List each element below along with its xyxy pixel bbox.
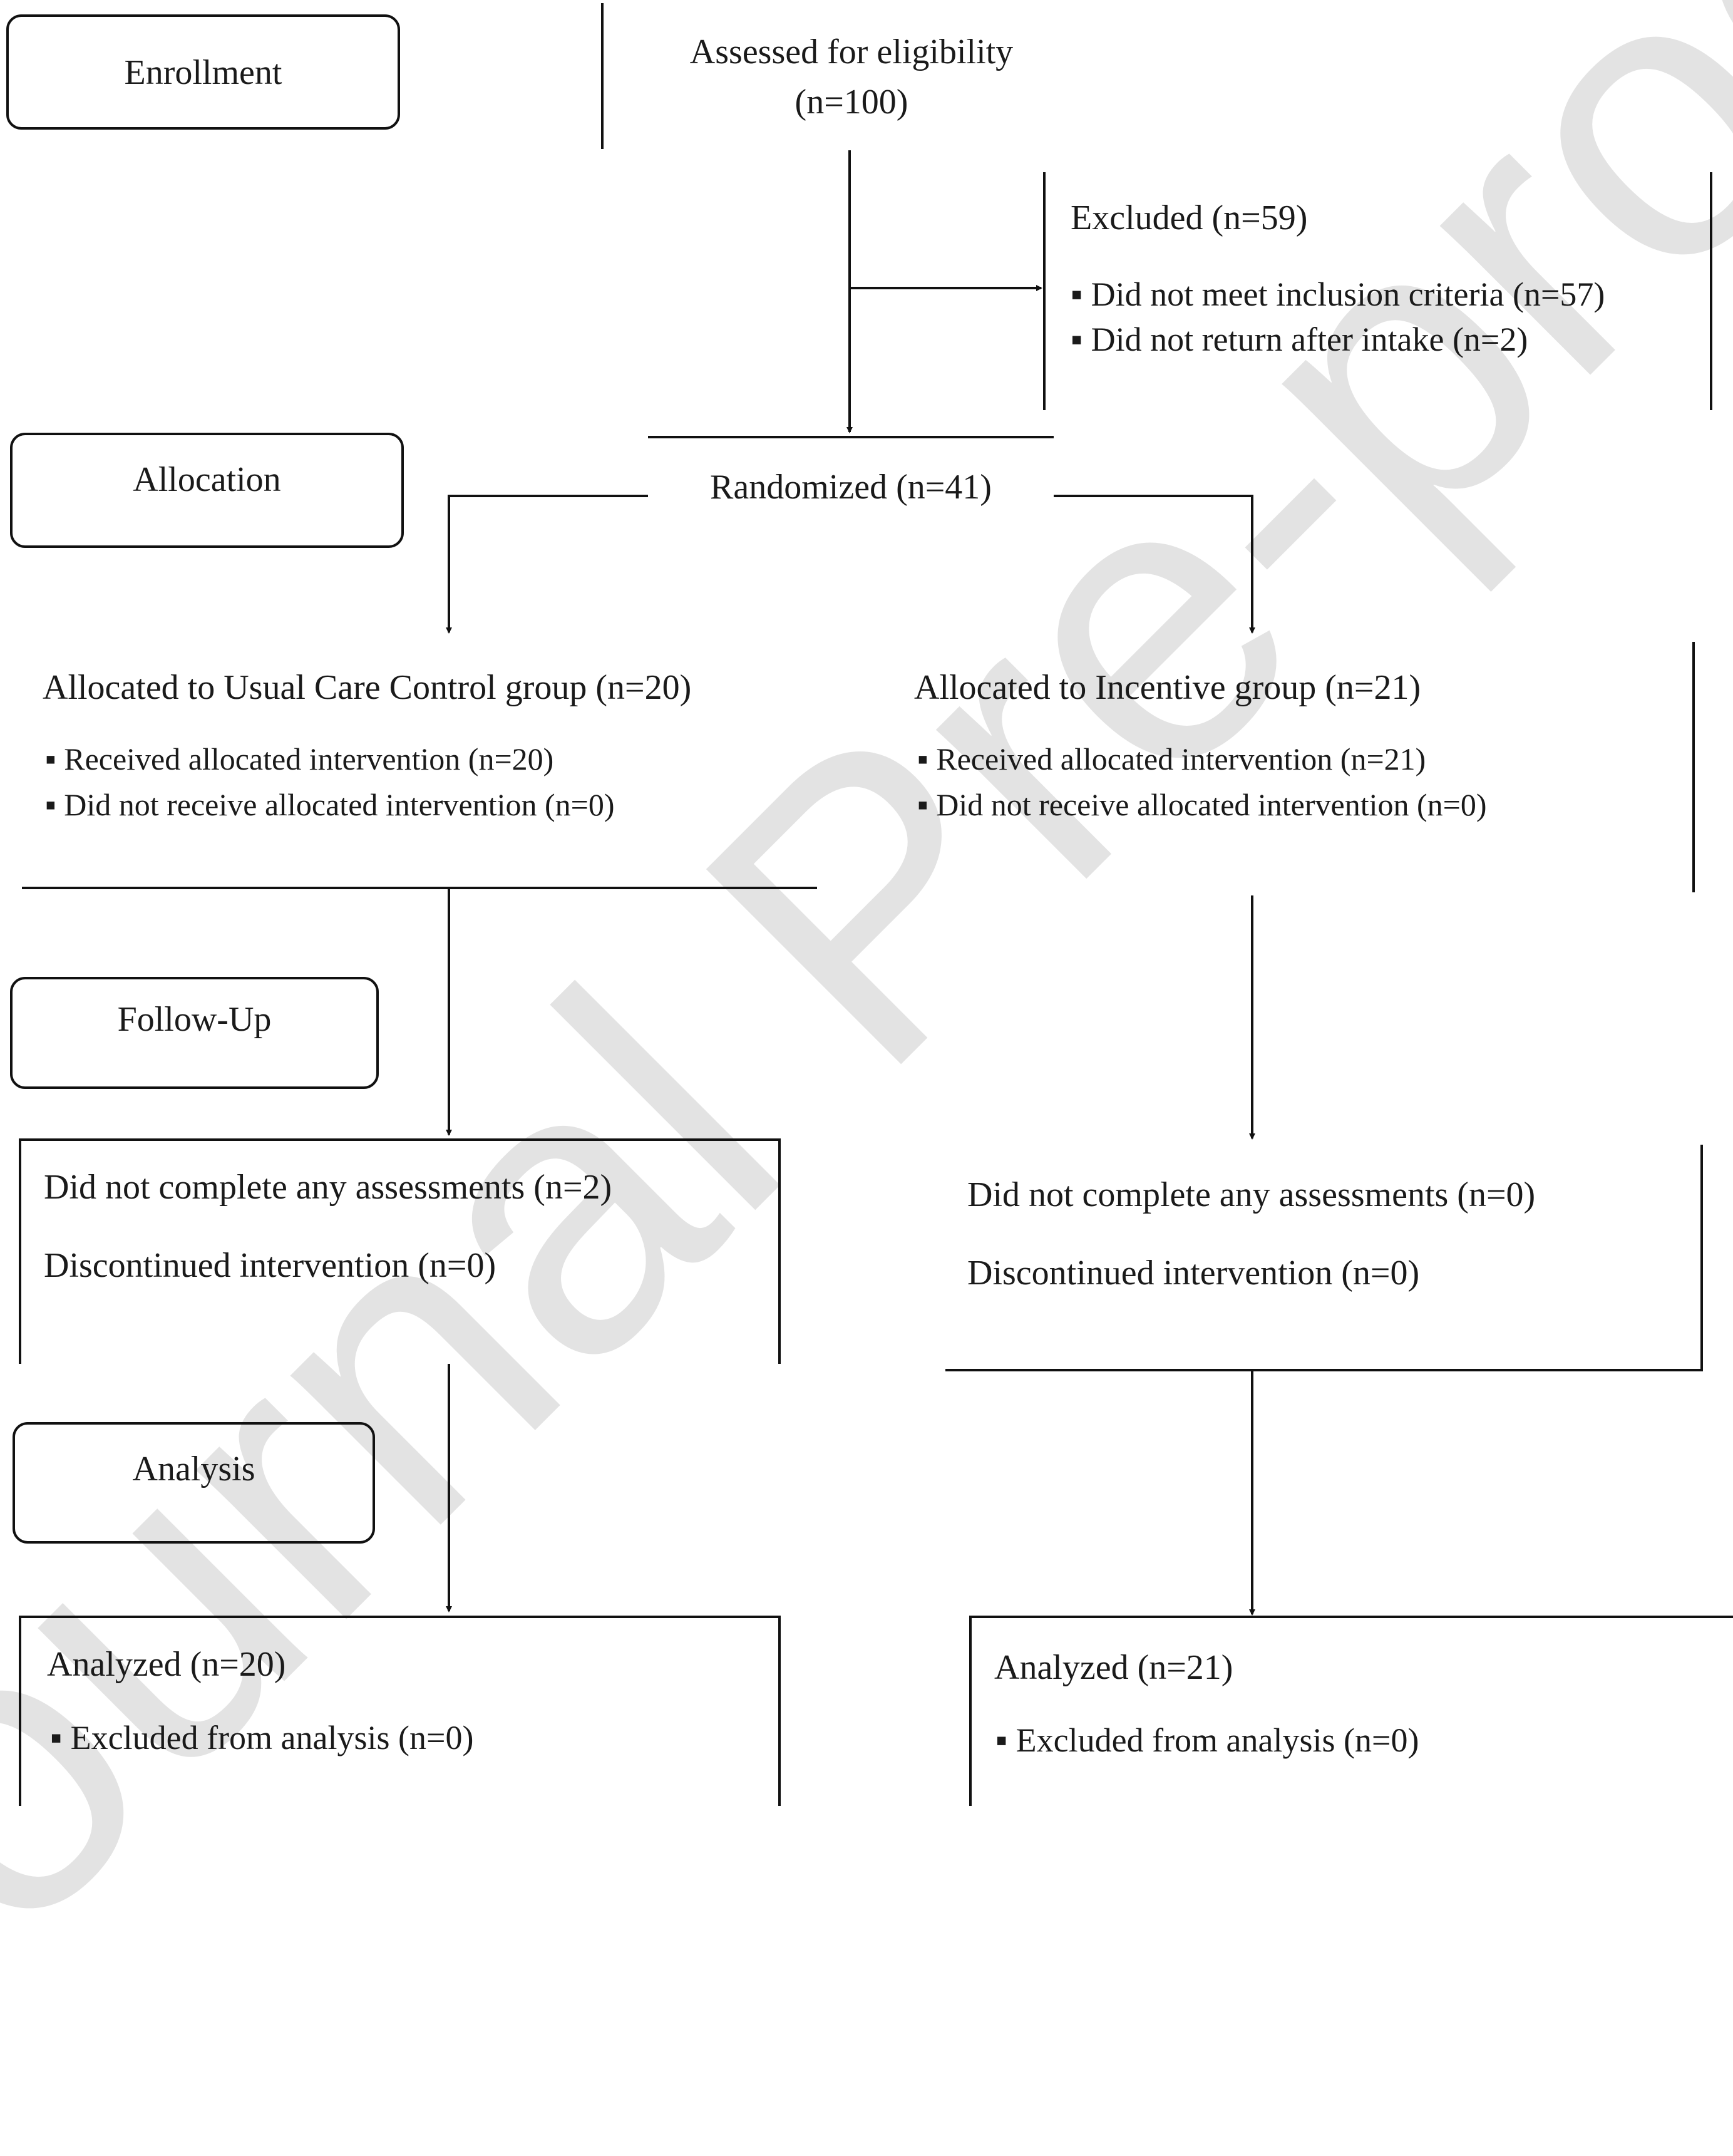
stage-label-enrollment: Enrollment [124, 53, 282, 92]
diagram-lines [6, 3, 1733, 1806]
allocation-box [10, 433, 404, 548]
control-followup-item: Discontinued intervention (n=0) [44, 1246, 496, 1285]
incentive-allocation-item: ▪ Received allocated intervention (n=21) [917, 741, 1426, 776]
followup-box [10, 977, 379, 1089]
incentive-allocation-item-text: Did not receive allocated intervention (… [936, 787, 1487, 822]
enrollment-box [6, 14, 400, 130]
randomized-right-branch [1054, 495, 1255, 634]
excluded-item: ▪ Did not return after intake (n=2) [1071, 321, 1528, 358]
incentive-followup-item: Discontinued intervention (n=0) [967, 1254, 1420, 1292]
control-analysis-item: ▪ Excluded from analysis (n=0) [50, 1719, 474, 1756]
incentive-analysis-item: ▪ Excluded from analysis (n=0) [995, 1721, 1419, 1759]
diagram-layer: Enrollment Allocation Follow-Up Analysis… [6, 3, 1733, 1806]
analysis-box [13, 1422, 375, 1544]
control-analysis-box [19, 1616, 781, 1806]
randomized-left-branch [446, 495, 648, 634]
control-analyzed-title: Analyzed (n=20) [47, 1645, 286, 1684]
excluded-item-text: Did not meet inclusion criteria (n=57) [1091, 276, 1605, 313]
excluded-item-text: Did not return after intake (n=2) [1091, 321, 1528, 358]
stage-label-followup: Follow-Up [117, 1000, 272, 1039]
excluded-title: Excluded (n=59) [1071, 199, 1308, 237]
control-allocation-item: ▪ Did not receive allocated intervention… [45, 787, 615, 822]
incentive-allocated-title: Allocated to Incentive group (n=21) [914, 668, 1421, 707]
incentive-followup-box [945, 1145, 1703, 1371]
control-allocation-item-text: Received allocated intervention (n=20) [64, 741, 554, 776]
control-allocation-item-text: Did not receive allocated intervention (… [64, 787, 615, 822]
stage-label-analysis: Analysis [132, 1450, 255, 1488]
assessed-count: (n=100) [795, 83, 908, 121]
incentive-analyzed-title: Analyzed (n=21) [994, 1648, 1233, 1687]
assessed-title: Assessed for eligibility [689, 33, 1014, 71]
control-allocated-title: Allocated to Usual Care Control group (n… [43, 668, 692, 707]
stage-label-allocation: Allocation [133, 460, 281, 499]
incentive-followup-item: Did not complete any assessments (n=0) [967, 1175, 1536, 1214]
control-allocation-item: ▪ Received allocated intervention (n=20) [45, 741, 554, 776]
incentive-analysis-box [969, 1616, 1733, 1806]
control-followup-item: Did not complete any assessments (n=2) [44, 1168, 612, 1207]
control-analysis-item-text: Excluded from analysis (n=0) [70, 1719, 474, 1756]
incentive-allocation-item-text: Received allocated intervention (n=21) [936, 741, 1426, 776]
incentive-allocation-item: ▪ Did not receive allocated intervention… [917, 787, 1487, 822]
control-followup-box [19, 1138, 781, 1364]
excluded-item: ▪ Did not meet inclusion criteria (n=57) [1071, 276, 1605, 313]
incentive-analysis-item-text: Excluded from analysis (n=0) [1016, 1721, 1419, 1759]
randomized-label: Randomized (n=41) [710, 468, 992, 507]
